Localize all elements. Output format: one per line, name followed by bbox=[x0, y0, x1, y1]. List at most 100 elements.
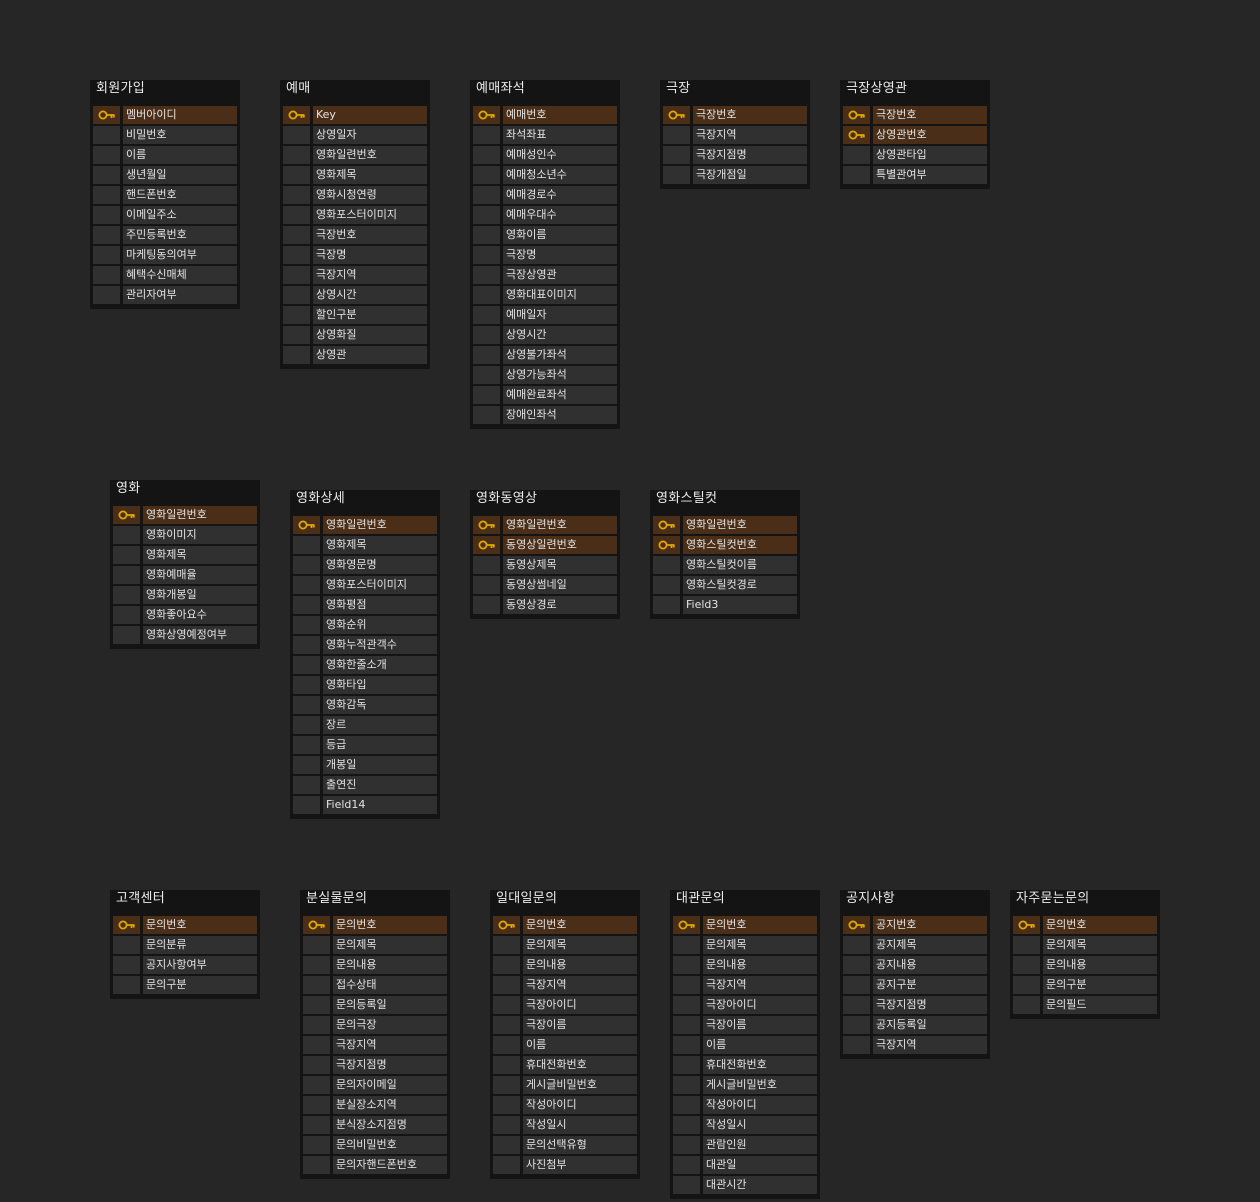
field-row[interactable]: 문의제목 bbox=[493, 936, 637, 954]
field-row[interactable]: 분식장소지점명 bbox=[303, 1116, 447, 1134]
field-row[interactable]: 영화시청연령 bbox=[283, 186, 427, 204]
field-row[interactable]: 휴대전화번호 bbox=[673, 1056, 817, 1074]
field-row[interactable]: Field14 bbox=[293, 796, 437, 814]
field-row[interactable]: 영화개봉일 bbox=[113, 586, 257, 604]
field-row[interactable]: 영화스틸컷이름 bbox=[653, 556, 797, 574]
field-row[interactable]: 관람인원 bbox=[673, 1136, 817, 1154]
field-row[interactable]: 동영상제목 bbox=[473, 556, 617, 574]
field-row[interactable]: 상영가능좌석 bbox=[473, 366, 617, 384]
field-row[interactable]: 상영관타입 bbox=[843, 146, 987, 164]
field-row[interactable]: 혜택수신매체 bbox=[93, 266, 237, 284]
field-row[interactable]: 문의필드 bbox=[1013, 996, 1157, 1014]
field-row[interactable]: 접수상태 bbox=[303, 976, 447, 994]
field-row[interactable]: 극장아이디 bbox=[493, 996, 637, 1014]
field-row[interactable]: 공지사항여부 bbox=[113, 956, 257, 974]
field-row[interactable]: 사진첨부 bbox=[493, 1156, 637, 1174]
field-row[interactable]: 극장지역 bbox=[303, 1036, 447, 1054]
field-row[interactable]: 영화상영예정여부 bbox=[113, 626, 257, 644]
field-row[interactable]: 영화스틸컷경로 bbox=[653, 576, 797, 594]
field-row[interactable]: 좌석좌표 bbox=[473, 126, 617, 144]
field-row[interactable]: 극장지역 bbox=[493, 976, 637, 994]
field-row[interactable]: 영화대표이미지 bbox=[473, 286, 617, 304]
primary-key-row[interactable]: 극장번호 bbox=[843, 106, 987, 124]
field-row[interactable]: 생년월일 bbox=[93, 166, 237, 184]
field-row[interactable]: 게시글비밀번호 bbox=[673, 1076, 817, 1094]
field-row[interactable]: 공지등록일 bbox=[843, 1016, 987, 1034]
field-row[interactable]: 문의자핸드폰번호 bbox=[303, 1156, 447, 1174]
field-row[interactable]: 핸드폰번호 bbox=[93, 186, 237, 204]
field-row[interactable]: 예매성인수 bbox=[473, 146, 617, 164]
field-row[interactable]: 이름 bbox=[493, 1036, 637, 1054]
field-row[interactable]: 극장지역 bbox=[673, 976, 817, 994]
field-row[interactable]: 예매일자 bbox=[473, 306, 617, 324]
field-row[interactable]: 극장지점명 bbox=[303, 1056, 447, 1074]
primary-key-row[interactable]: 영화일련번호 bbox=[653, 516, 797, 534]
field-row[interactable]: 문의내용 bbox=[303, 956, 447, 974]
primary-key-row[interactable]: 영화일련번호 bbox=[113, 506, 257, 524]
primary-key-row[interactable]: 극장번호 bbox=[663, 106, 807, 124]
field-row[interactable]: 문의구분 bbox=[1013, 976, 1157, 994]
field-row[interactable]: 문의내용 bbox=[1013, 956, 1157, 974]
field-row[interactable]: 문의자이메일 bbox=[303, 1076, 447, 1094]
field-row[interactable]: 문의내용 bbox=[673, 956, 817, 974]
field-row[interactable]: 분실장소지역 bbox=[303, 1096, 447, 1114]
field-row[interactable]: 영화제목 bbox=[113, 546, 257, 564]
field-row[interactable]: 영화순위 bbox=[293, 616, 437, 634]
field-row[interactable]: 상영시간 bbox=[473, 326, 617, 344]
field-row[interactable]: 휴대전화번호 bbox=[493, 1056, 637, 1074]
primary-key-row[interactable]: 영화스틸컷번호 bbox=[653, 536, 797, 554]
field-row[interactable]: 공지제목 bbox=[843, 936, 987, 954]
field-row[interactable]: 극장명 bbox=[473, 246, 617, 264]
field-row[interactable]: 영화한줄소개 bbox=[293, 656, 437, 674]
field-row[interactable]: 작성아이디 bbox=[493, 1096, 637, 1114]
field-row[interactable]: 문의비밀번호 bbox=[303, 1136, 447, 1154]
field-row[interactable]: 문의분류 bbox=[113, 936, 257, 954]
field-row[interactable]: 출연진 bbox=[293, 776, 437, 794]
primary-key-row[interactable]: 상영관번호 bbox=[843, 126, 987, 144]
field-row[interactable]: 영화영문명 bbox=[293, 556, 437, 574]
field-row[interactable]: 문의내용 bbox=[493, 956, 637, 974]
primary-key-row[interactable]: 영화일련번호 bbox=[293, 516, 437, 534]
field-row[interactable]: 대관시간 bbox=[673, 1176, 817, 1194]
field-row[interactable]: 극장개점일 bbox=[663, 166, 807, 184]
field-row[interactable]: 장르 bbox=[293, 716, 437, 734]
field-row[interactable]: 상영관 bbox=[283, 346, 427, 364]
primary-key-row[interactable]: 문의번호 bbox=[493, 916, 637, 934]
primary-key-row[interactable]: 영화일련번호 bbox=[473, 516, 617, 534]
field-row[interactable]: 등급 bbox=[293, 736, 437, 754]
field-row[interactable]: 문의등록일 bbox=[303, 996, 447, 1014]
field-row[interactable]: 문의구분 bbox=[113, 976, 257, 994]
primary-key-row[interactable]: 문의번호 bbox=[1013, 916, 1157, 934]
field-row[interactable]: 장애인좌석 bbox=[473, 406, 617, 424]
primary-key-row[interactable]: Key bbox=[283, 106, 427, 124]
field-row[interactable]: 극장이름 bbox=[493, 1016, 637, 1034]
field-row[interactable]: 상영일자 bbox=[283, 126, 427, 144]
field-row[interactable]: 영화감독 bbox=[293, 696, 437, 714]
field-row[interactable]: 영화평점 bbox=[293, 596, 437, 614]
field-row[interactable]: 작성일시 bbox=[673, 1116, 817, 1134]
field-row[interactable]: 영화타입 bbox=[293, 676, 437, 694]
field-row[interactable]: 영화예매율 bbox=[113, 566, 257, 584]
field-row[interactable]: 영화제목 bbox=[283, 166, 427, 184]
field-row[interactable]: 영화제목 bbox=[293, 536, 437, 554]
field-row[interactable]: 상영불가좌석 bbox=[473, 346, 617, 364]
primary-key-row[interactable]: 문의번호 bbox=[303, 916, 447, 934]
field-row[interactable]: 마케팅동의여부 bbox=[93, 246, 237, 264]
field-row[interactable]: 영화좋아요수 bbox=[113, 606, 257, 624]
primary-key-row[interactable]: 멤버아이디 bbox=[93, 106, 237, 124]
field-row[interactable]: 예매경로수 bbox=[473, 186, 617, 204]
field-row[interactable]: 할인구분 bbox=[283, 306, 427, 324]
field-row[interactable]: 작성아이디 bbox=[673, 1096, 817, 1114]
field-row[interactable]: 이름 bbox=[673, 1036, 817, 1054]
field-row[interactable]: 영화이름 bbox=[473, 226, 617, 244]
